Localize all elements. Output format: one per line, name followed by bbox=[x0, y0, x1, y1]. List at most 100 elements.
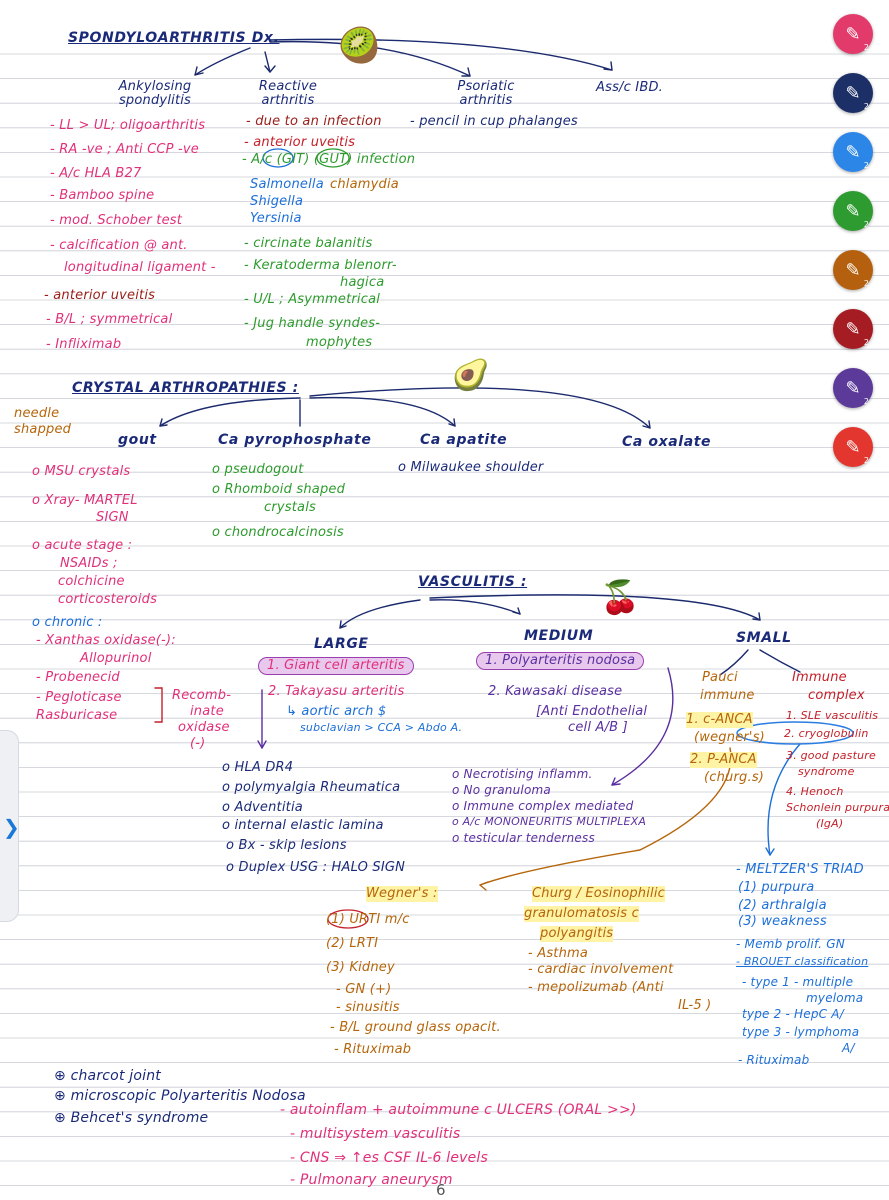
pen-icon: ✎ bbox=[845, 436, 861, 458]
list-item: - A/c (GIT) (GUT) infection bbox=[242, 152, 416, 167]
list-item: Salmonella bbox=[250, 177, 324, 192]
arrow-to-reactive bbox=[264, 51, 271, 73]
list-item: Allopurinol bbox=[80, 651, 152, 666]
pauci-heading-2: immune bbox=[700, 688, 755, 703]
pen-size-badge: 2 bbox=[863, 397, 869, 406]
list-item: o MSU crystals bbox=[32, 464, 131, 479]
list-item: 1. Polyarteritis nodosa bbox=[476, 652, 645, 670]
pauci-heading: Pauci bbox=[702, 670, 738, 685]
medium-heading: MEDIUM bbox=[524, 628, 594, 644]
list-item: o Bx - skip lesions bbox=[226, 838, 347, 853]
list-item: (2) arthralgia bbox=[738, 898, 827, 913]
list-item: ↳ aortic arch $ bbox=[286, 704, 387, 719]
list-item: - due to an infection bbox=[246, 114, 382, 129]
list-item: o A/c MONONEURITIS MULTIPLEXA bbox=[452, 815, 647, 828]
arrow-to-medium bbox=[429, 599, 521, 615]
vasculitis-title: VASCULITIS : bbox=[418, 574, 528, 590]
arrow-to-meltzer bbox=[767, 743, 801, 856]
list-item: A/ bbox=[842, 1041, 855, 1055]
list-item: - U/L ; Asymmetrical bbox=[244, 292, 381, 307]
list-item: myeloma bbox=[806, 991, 864, 1005]
list-item: o No granuloma bbox=[452, 783, 551, 797]
ibd-heading: Ass/c IBD. bbox=[596, 80, 663, 95]
arrow-to-psoriatic bbox=[269, 40, 471, 77]
list-item: o pseudogout bbox=[212, 462, 304, 477]
sidebar-handle[interactable]: ❯ bbox=[0, 730, 20, 922]
avocado-sticker-icon: 🥑 bbox=[452, 358, 490, 393]
list-item: ⊕ microscopic Polyarteritis Nodosa bbox=[54, 1088, 306, 1104]
list-item: o Duplex USG : HALO SIGN bbox=[226, 860, 406, 875]
list-item: o testicular tenderness bbox=[452, 831, 595, 845]
list-item: (2) LRTI bbox=[326, 936, 379, 951]
green-pen-tool[interactable]: ✎2 bbox=[833, 191, 873, 231]
list-item: Yersinia bbox=[250, 211, 302, 226]
bracket-note: (-) bbox=[190, 736, 206, 751]
list-item: - BROUET classification bbox=[736, 955, 869, 968]
list-item: o Adventitia bbox=[222, 800, 303, 815]
cherry-sticker-icon: 🍒 bbox=[600, 578, 640, 616]
list-item: o Immune complex mediated bbox=[452, 799, 634, 813]
caapatite-heading: Ca apatite bbox=[420, 432, 508, 448]
list-item: (3) Kidney bbox=[326, 960, 395, 975]
list-item: - autoinflam + autoimmune c ULCERS (ORAL… bbox=[280, 1102, 637, 1118]
list-item: o Xray- MARTEL bbox=[32, 493, 138, 508]
list-item: [Anti Endothelial bbox=[536, 704, 648, 719]
list-item: 1. Giant cell arteritis bbox=[258, 657, 414, 675]
list-item: - Jug handle syndes- bbox=[244, 316, 381, 331]
caapatite-item: o Milwaukee shoulder bbox=[398, 460, 544, 475]
pen-size-badge: 2 bbox=[863, 161, 869, 170]
navy-pen-tool[interactable]: ✎2 bbox=[833, 73, 873, 113]
list-item: o polymyalgia Rheumatica bbox=[222, 780, 401, 795]
list-item: mophytes bbox=[306, 335, 373, 350]
dark-red-pen-tool[interactable]: ✎2 bbox=[833, 309, 873, 349]
list-item: syndrome bbox=[798, 765, 855, 778]
list-item: IL-5 ) bbox=[678, 998, 712, 1013]
list-item: 2. Takayasu arteritis bbox=[268, 684, 405, 699]
pen-size-badge: 2 bbox=[863, 456, 869, 465]
list-item: subclavian > CCA > Abdo A. bbox=[300, 721, 463, 734]
list-item: NSAIDs ; bbox=[60, 556, 118, 571]
list-item: - B/L ; symmetrical bbox=[46, 312, 173, 327]
list-item: - B/L ground glass opacit. bbox=[330, 1020, 501, 1035]
list-item: colchicine bbox=[58, 574, 125, 589]
arrow-medium-features bbox=[611, 667, 674, 786]
purple-pen-tool[interactable]: ✎2 bbox=[833, 368, 873, 408]
pink-pen-tool[interactable]: ✎2 bbox=[833, 14, 873, 54]
list-item: - Infliximab bbox=[46, 337, 122, 352]
list-item: - anterior uveitis bbox=[244, 135, 356, 150]
list-item: type 2 - HepC A/ bbox=[742, 1007, 844, 1021]
bracket-note: oxidase bbox=[178, 720, 230, 735]
list-item: o Rhomboid shaped bbox=[212, 482, 346, 497]
list-item: - Pulmonary aneurysm bbox=[290, 1172, 453, 1188]
pen-size-badge: 2 bbox=[863, 43, 869, 52]
chevron-right-icon: ❯ bbox=[3, 815, 20, 839]
list-item: - Memb prolif. GN bbox=[736, 937, 845, 951]
list-item: - type 1 - multiple bbox=[742, 975, 854, 989]
blue-pen-tool[interactable]: ✎2 bbox=[833, 132, 873, 172]
immune-heading-2: complex bbox=[808, 688, 865, 703]
list-item: - LL > UL; oligoarthritis bbox=[50, 118, 206, 133]
list-item: ⊕ Behcet's syndrome bbox=[54, 1110, 209, 1126]
arrow-to-caapatite bbox=[309, 396, 456, 427]
churg-heading: Churg / Eosinophilic bbox=[532, 886, 666, 902]
arrow-to-ankylosing bbox=[194, 47, 251, 76]
churg-heading-2: granulomatosis c bbox=[524, 906, 639, 922]
brown-pen-tool[interactable]: ✎2 bbox=[833, 250, 873, 290]
list-item: o internal elastic lamina bbox=[222, 818, 384, 833]
list-item: - mepolizumab (Anti bbox=[528, 980, 664, 995]
list-item: Schonlein purpura bbox=[786, 801, 889, 814]
list-item: 3. good pasture bbox=[786, 749, 876, 762]
psoriatic-item: - pencil in cup phalanges bbox=[410, 114, 578, 129]
arrow-to-small bbox=[429, 594, 761, 621]
pen-icon: ✎ bbox=[845, 259, 861, 281]
caoxalate-heading: Ca oxalate bbox=[622, 434, 712, 450]
list-item: (1) URTI m/c bbox=[326, 912, 410, 927]
list-item: SIGN bbox=[96, 510, 129, 525]
arrow-to-wegners bbox=[479, 747, 732, 886]
wegners-heading: Wegner's : bbox=[366, 886, 438, 902]
pen-size-badge: 2 bbox=[863, 220, 869, 229]
red-pen-tool[interactable]: ✎2 bbox=[833, 427, 873, 467]
needle-note: needle bbox=[14, 406, 60, 421]
